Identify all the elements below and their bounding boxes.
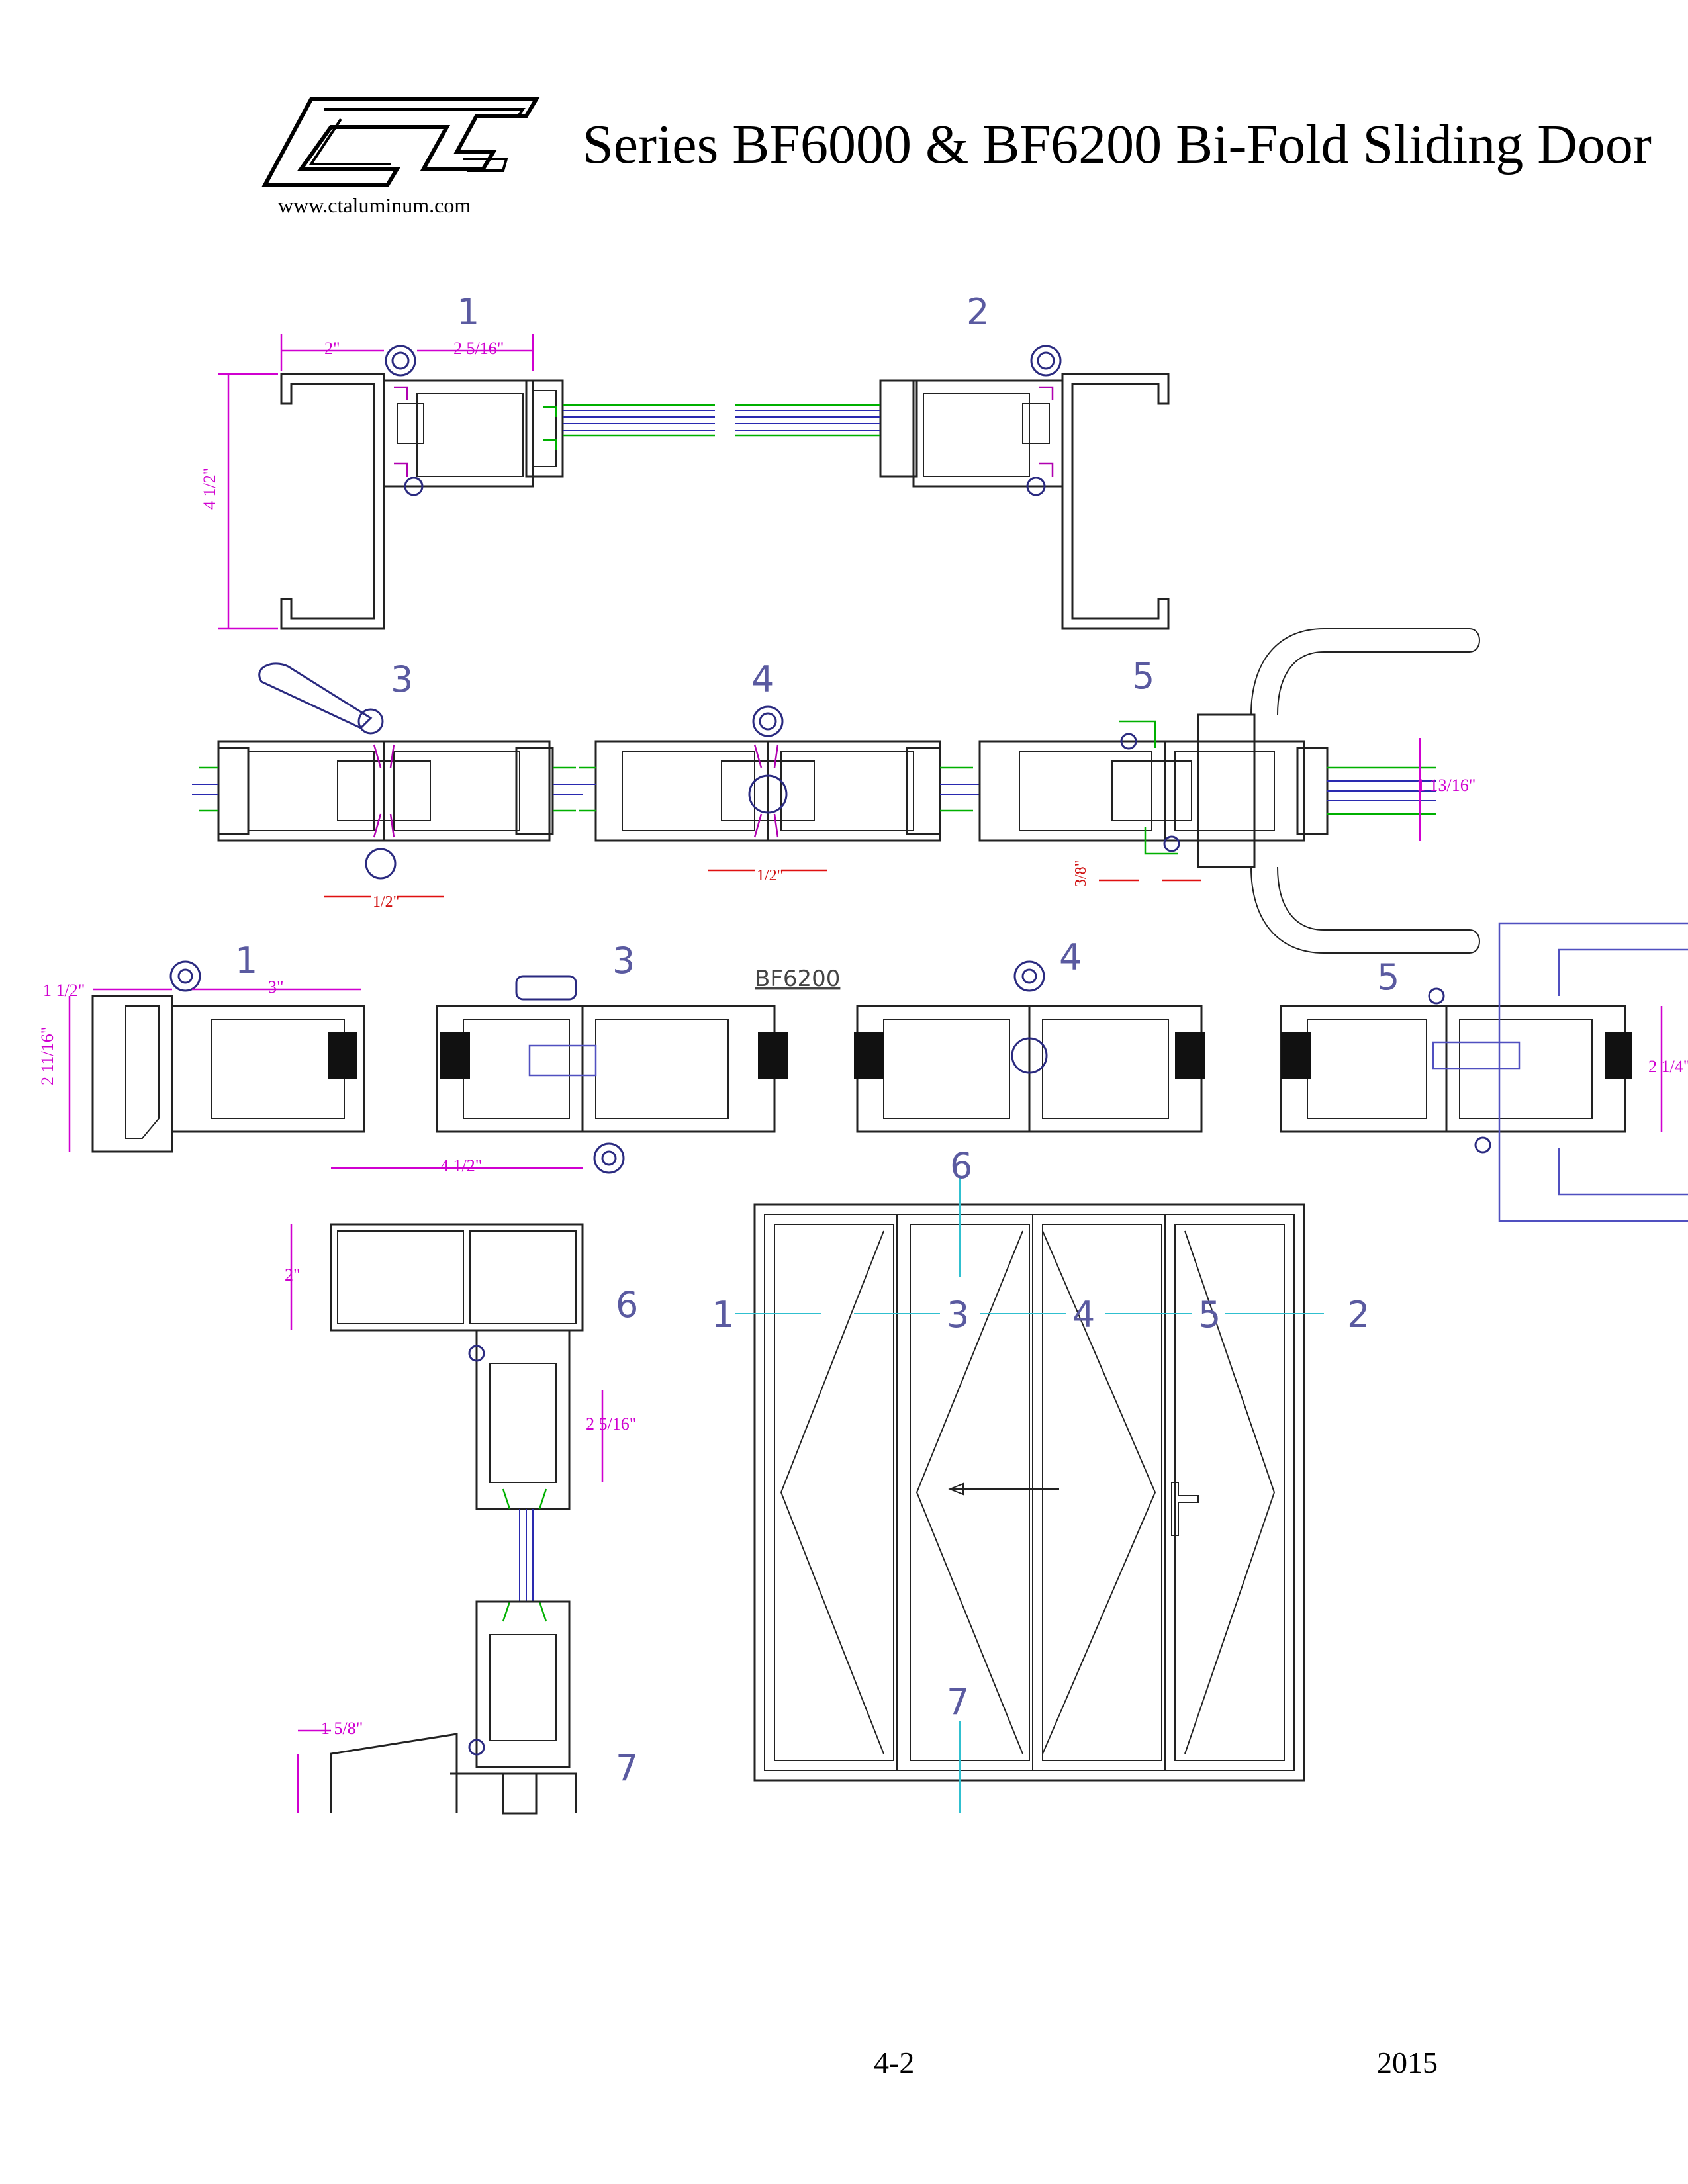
bf6000-section-1: 2" 2 5/16" 4 1/2" 1: [200, 291, 715, 630]
dim-s6-frame: 2 5/16": [586, 1414, 636, 1433]
bf6000-section-3: 1/2" 3: [192, 659, 583, 911]
bf6200-section-label-1: 1: [235, 940, 258, 981]
bf6000-section-5: 3/8" 1 13/16" 5: [978, 628, 1480, 954]
section-label-4: 4: [751, 659, 774, 700]
section-label-6: 6: [616, 1284, 638, 1326]
dim-s3-gap: 1/2": [373, 893, 399, 911]
dim-s5-height: 1 13/16": [1417, 776, 1476, 795]
dim-6200-s1-height: 2 11/16": [38, 1027, 57, 1085]
dim-s6-width: 4 1/2": [440, 1156, 482, 1175]
elevation-label-1: 1: [712, 1294, 734, 1336]
year: 2015: [1377, 2046, 1438, 2079]
bf6200-row: BF6200 1 1/2" 3" 2 11/16" 1 3: [38, 922, 1688, 1222]
ct-logo: [261, 97, 540, 187]
section-label-2: 2: [966, 291, 989, 333]
section-label-7: 7: [616, 1747, 638, 1789]
page-title: Series BF6000 & BF6200 Bi-Fold Sliding D…: [583, 114, 1652, 175]
section-label-1: 1: [457, 291, 479, 333]
elevation-label-3: 3: [947, 1294, 969, 1336]
bf6000-section-4: 1/2" 4: [579, 659, 980, 884]
dim-s4-gap: 1/2": [757, 867, 783, 884]
dim-s1-height: 4 1/2": [200, 468, 219, 510]
elevation-label-4: 4: [1072, 1294, 1095, 1336]
dim-s1-right: 2 5/16": [453, 339, 504, 358]
dim-6200-s1-top: 1 1/2": [43, 981, 85, 1000]
dim-6200-s5-height: 2 1/4": [1648, 1057, 1688, 1076]
dim-s1-left: 2": [324, 339, 340, 358]
bf6200-section-label-5: 5: [1377, 956, 1399, 998]
dim-s6-height: 2": [285, 1265, 301, 1285]
website-link[interactable]: www.ctaluminum.com: [278, 193, 471, 217]
dim-6200-s1-width: 3": [268, 978, 284, 997]
dim-s5-gap: 3/8": [1072, 860, 1090, 887]
bf6000-section-2: 2: [735, 291, 1170, 630]
section-label-5: 5: [1132, 655, 1154, 697]
elevation-label-2: 2: [1347, 1294, 1370, 1336]
door-elevation: 1 3 4 5 2 6 7: [712, 1145, 1370, 1813]
bf6200-section-label-3: 3: [612, 940, 635, 981]
page-number: 4-2: [874, 2046, 915, 2079]
vertical-section-7: 1 5/8" 7: [297, 1600, 638, 1815]
bf6200-label: BF6200: [755, 966, 840, 992]
elevation-label-7: 7: [947, 1681, 969, 1723]
dim-s7-sill: 1 5/8": [321, 1719, 363, 1738]
section-label-3: 3: [391, 659, 413, 700]
vertical-section-6: 4 1/2" 2" 2 5/16" 6: [285, 1156, 638, 1622]
elevation-label-6: 6: [950, 1145, 972, 1187]
elevation-label-5: 5: [1198, 1294, 1221, 1336]
bf6200-section-label-4: 4: [1059, 936, 1082, 978]
